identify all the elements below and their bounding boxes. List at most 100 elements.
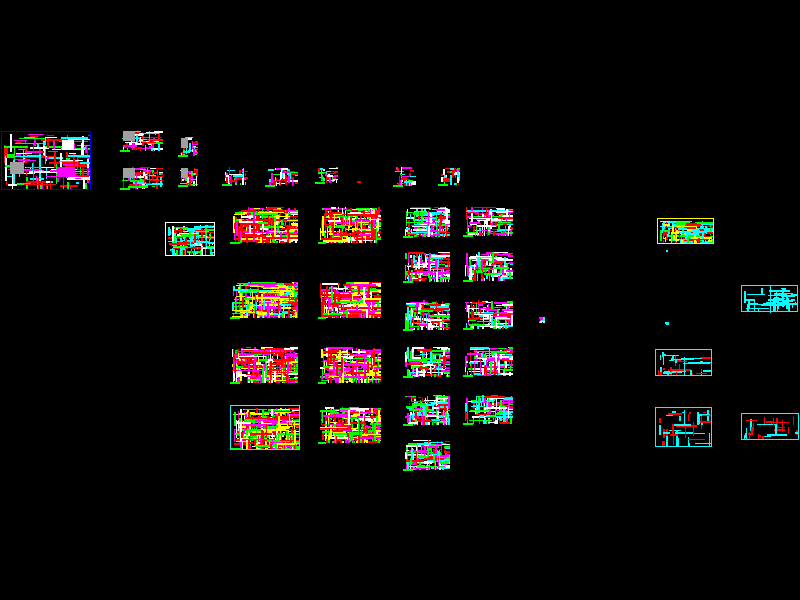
sheet-section-b-1[interactable] — [463, 205, 515, 238]
drawing-linework — [405, 229, 407, 237]
drawing-linework — [473, 373, 481, 376]
sheet-section-a-6[interactable] — [403, 438, 452, 472]
drawing-linework — [371, 226, 374, 239]
drawing-linework — [288, 433, 291, 446]
drawing-linework — [325, 229, 327, 233]
drawing-linework — [282, 354, 298, 356]
sheet-section-b-5[interactable] — [463, 393, 515, 426]
drawing-linework — [369, 378, 371, 383]
drawing-linework — [343, 424, 351, 425]
drawing-linework — [251, 224, 269, 226]
sheet-section-a-5[interactable] — [403, 393, 452, 427]
drawing-linework — [142, 169, 145, 177]
drawing-linework — [253, 306, 255, 312]
drawing-linework — [56, 178, 59, 183]
drawing-linework — [322, 291, 345, 294]
drawing-linework — [342, 303, 344, 318]
drawing-linework — [337, 429, 352, 432]
sheet-detail-9[interactable] — [438, 165, 462, 187]
sheet-structure-1[interactable] — [741, 285, 798, 313]
drawing-linework — [271, 232, 289, 234]
drawing-linework — [273, 302, 275, 307]
drawing-linework — [232, 315, 246, 318]
drawing-linework — [489, 221, 506, 223]
drawing-linework — [191, 247, 197, 250]
sheet-floor-plan-a-4[interactable] — [230, 405, 300, 450]
sheet-section-b-4[interactable] — [463, 345, 515, 378]
sheet-drawing-index[interactable] — [165, 222, 215, 256]
drawing-linework — [339, 217, 366, 220]
drawing-linework — [240, 358, 242, 367]
drawing-linework — [180, 153, 186, 155]
drawing-linework — [405, 181, 407, 186]
drawing-linework — [289, 173, 298, 176]
sheet-detail-4[interactable] — [178, 165, 200, 188]
drawing-linework — [406, 449, 410, 451]
sheet-section-b-2[interactable] — [463, 250, 515, 283]
sheet-structure-3[interactable] — [655, 407, 712, 447]
drawing-linework — [745, 428, 747, 439]
drawing-linework — [60, 137, 89, 140]
drawing-linework — [235, 310, 250, 313]
sheet-detail-8[interactable] — [393, 165, 418, 188]
drawing-linework — [488, 260, 494, 263]
drawing-linework — [230, 169, 236, 171]
sheet-section-a-2[interactable] — [403, 250, 452, 284]
drawing-linework — [271, 239, 273, 243]
drawing-linework — [416, 311, 418, 324]
drawing-linework — [444, 209, 450, 212]
sheet-section-a-3[interactable] — [403, 298, 452, 332]
sheet-section-a-4[interactable] — [403, 345, 452, 379]
sheet-floor-plan-a-1[interactable] — [230, 205, 300, 245]
drawing-linework — [745, 307, 770, 309]
drawing-linework — [139, 148, 141, 151]
symbol-marker[interactable] — [537, 315, 547, 325]
drawing-linework — [269, 412, 286, 414]
sheet-section-a-1[interactable] — [403, 205, 452, 239]
sheet-structure-4[interactable] — [741, 413, 799, 440]
label-mark-1[interactable] — [663, 250, 671, 254]
drawing-linework — [263, 433, 265, 441]
drawing-linework — [194, 240, 209, 243]
drawing-linework — [205, 227, 208, 241]
sheet-detail-3[interactable] — [178, 135, 200, 158]
drawing-linework — [328, 309, 330, 315]
drawing-linework — [128, 186, 148, 189]
hatch-block — [181, 168, 189, 178]
drawing-linework — [285, 437, 287, 449]
drawing-linework — [501, 270, 513, 273]
drawing-linework — [468, 257, 477, 260]
drawing-linework — [342, 429, 365, 432]
drawing-linework — [662, 357, 664, 365]
sheet-section-b-3[interactable] — [463, 298, 515, 331]
label-mark-2[interactable] — [663, 321, 671, 326]
drawing-linework — [357, 181, 360, 183]
drawing-linework — [473, 314, 494, 316]
sheet-detail-7[interactable] — [315, 165, 340, 185]
sheet-floor-plan-b-2[interactable] — [318, 280, 383, 320]
sheet-detail-2[interactable] — [120, 165, 165, 191]
drawing-linework — [369, 222, 371, 230]
drawing-linework — [148, 145, 154, 148]
drawing-linework — [437, 348, 440, 350]
sheet-foundation-plan[interactable] — [657, 218, 714, 244]
sheet-floor-plan-a-2[interactable] — [230, 280, 300, 320]
drawing-linework — [337, 288, 339, 306]
sheet-structure-2[interactable] — [655, 349, 712, 376]
sheet-detail-5[interactable] — [222, 165, 250, 187]
drawing-linework — [141, 141, 156, 143]
drawing-linework — [420, 278, 423, 282]
sheet-floor-plan-b-1[interactable] — [318, 205, 383, 245]
drawing-linework — [293, 293, 296, 303]
sheet-site-plan[interactable] — [1, 131, 91, 190]
sheet-detail-6[interactable] — [265, 165, 300, 188]
sheet-detail-1[interactable] — [120, 128, 165, 153]
sheet-floor-plan-a-3[interactable] — [230, 345, 300, 385]
sheet-floor-plan-b-3[interactable] — [318, 345, 383, 385]
drawing-linework — [192, 147, 198, 149]
detail-marker[interactable] — [355, 179, 363, 185]
sheet-floor-plan-b-4[interactable] — [318, 405, 383, 445]
drawing-linework — [184, 246, 186, 255]
drawing-linework — [406, 182, 409, 186]
